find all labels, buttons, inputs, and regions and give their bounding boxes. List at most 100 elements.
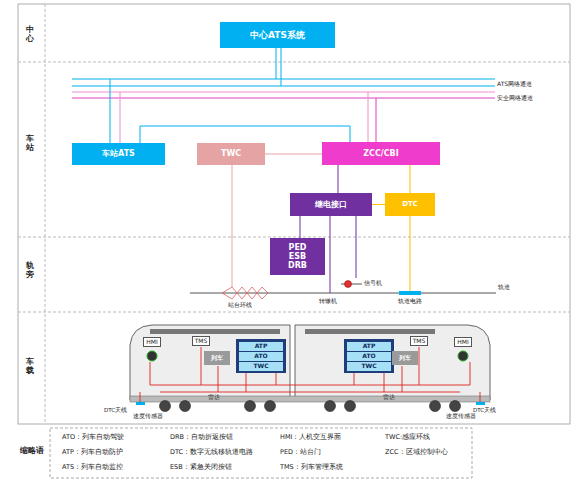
part-label: 站台环线: [228, 302, 252, 309]
hmi-gauge: [458, 351, 468, 361]
abbreviation: TWC:感应环线: [385, 434, 430, 441]
wheels: [160, 401, 461, 412]
onboard-box: TWC: [239, 362, 283, 371]
system-box: PED ESB DRB: [270, 238, 325, 275]
system-box: 车站ATS: [72, 143, 165, 165]
connector: [265, 154, 322, 155]
abbreviation: ESB：紧急关闭按钮: [170, 464, 232, 471]
system-box: DTC: [385, 193, 435, 216]
network-drop: [120, 92, 121, 143]
node-text: TWC: [361, 363, 376, 370]
safety-network: [72, 92, 495, 93]
dtc-antenna: [136, 402, 145, 405]
abbreviation: HMI：人机交互界面: [280, 434, 341, 441]
node-text: 继电接口: [315, 200, 347, 209]
loop-feed: [232, 165, 233, 287]
part-label: 转辙机: [319, 298, 337, 305]
dtc-antenna: [476, 402, 485, 405]
onboard-box: TWC: [347, 362, 391, 371]
switch-wire: [330, 216, 331, 293]
abbreviation: ZCC：区域控制中心: [385, 449, 448, 456]
onboard-box: ATO: [347, 352, 391, 361]
connector: [140, 126, 350, 143]
node-text: HMI: [457, 339, 468, 346]
connector: [410, 165, 411, 193]
abbreviation: ATO：列车自动驾驶: [62, 434, 124, 441]
frame: [18, 4, 570, 424]
onboard-box: TMS: [192, 336, 210, 346]
part-label: DTC天线: [104, 407, 127, 413]
train-car: [295, 325, 490, 400]
band-label: 中心: [26, 26, 34, 44]
train-window: [150, 329, 280, 334]
onboard-box: ATP: [347, 342, 391, 351]
train-car: [130, 325, 290, 400]
ats-network: [72, 86, 495, 87]
node-text: 列车: [399, 355, 411, 362]
node-text: ATO: [254, 353, 267, 360]
onboard-box: 列车: [204, 351, 230, 365]
part-label: 雷达: [383, 394, 395, 400]
connector: [300, 216, 301, 238]
part-label: 轨道: [498, 284, 510, 291]
abbreviation: DRB：自动折返按钮: [170, 434, 233, 441]
track-circuit: [399, 291, 421, 295]
onboard-box: ATO: [239, 352, 283, 361]
node-text: TMS: [195, 338, 208, 345]
train-window: [305, 329, 435, 334]
system-box: 继电接口: [290, 193, 372, 216]
dtc-wire: [410, 216, 411, 291]
node-text: 列车: [211, 355, 223, 362]
connector: [338, 165, 339, 193]
system-box: 中心ATS系统: [220, 22, 335, 48]
node-text: HMI: [146, 339, 157, 346]
part-label: 信号机: [364, 280, 382, 287]
abbreviation: PED：站台门: [280, 449, 321, 456]
part-label: 雷达: [208, 394, 220, 400]
onboard-box: ATP: [239, 342, 283, 351]
band-divider: [18, 312, 570, 313]
connector: [372, 204, 385, 205]
band-divider: [45, 4, 46, 424]
part-label: 速度传感器: [133, 413, 163, 419]
network-drop: [110, 79, 111, 143]
part-label: 安全网络通道: [497, 95, 533, 102]
node-text: ATP: [255, 343, 268, 350]
band-label: 车站: [26, 135, 34, 153]
abbrev-frame: [50, 428, 472, 478]
part-label: DTC天线: [473, 407, 496, 413]
abbreviation: DTC：数字无线移轨道电路: [170, 449, 253, 456]
system-box: TWC: [197, 143, 265, 165]
band-label: 轨旁: [26, 262, 34, 280]
onboard-box: HMI: [143, 337, 161, 347]
ats-network: [72, 79, 495, 80]
band-label: 车载: [26, 358, 34, 376]
node-text: ATO: [362, 353, 375, 360]
part-label: 速度传感器: [446, 413, 476, 419]
abbreviation: ATS：列车自动监控: [62, 464, 123, 471]
track: [190, 293, 496, 294]
network-drop: [281, 48, 282, 86]
node-text: ATP: [363, 343, 376, 350]
band-label: 缩略语: [20, 447, 44, 456]
node-text: TMS: [413, 338, 426, 345]
onboard-cabinet: [344, 339, 394, 373]
node-text: TWC: [253, 363, 268, 370]
signal-wire: [356, 216, 357, 278]
abbreviation: TMS：列车管理系统: [280, 464, 343, 471]
onboard-box: HMI: [454, 337, 472, 347]
signal-light: [345, 281, 352, 288]
safety-network: [72, 98, 495, 99]
abbreviation: ATP：列车自动防护: [62, 449, 123, 456]
platform-loop: [222, 287, 268, 299]
onboard-box: 列车: [392, 351, 418, 365]
node-text: DTC: [402, 200, 418, 208]
part-label: ATS网络通道: [497, 81, 532, 88]
node-text: 中心ATS系统: [250, 30, 305, 40]
node-text: TWC: [221, 149, 241, 158]
network-drop: [276, 48, 277, 79]
onboard-box: TMS: [410, 336, 428, 346]
part-label: 轨道电路: [398, 298, 422, 305]
band-divider: [18, 62, 570, 63]
node-text: ZCC/CBI: [363, 149, 398, 158]
